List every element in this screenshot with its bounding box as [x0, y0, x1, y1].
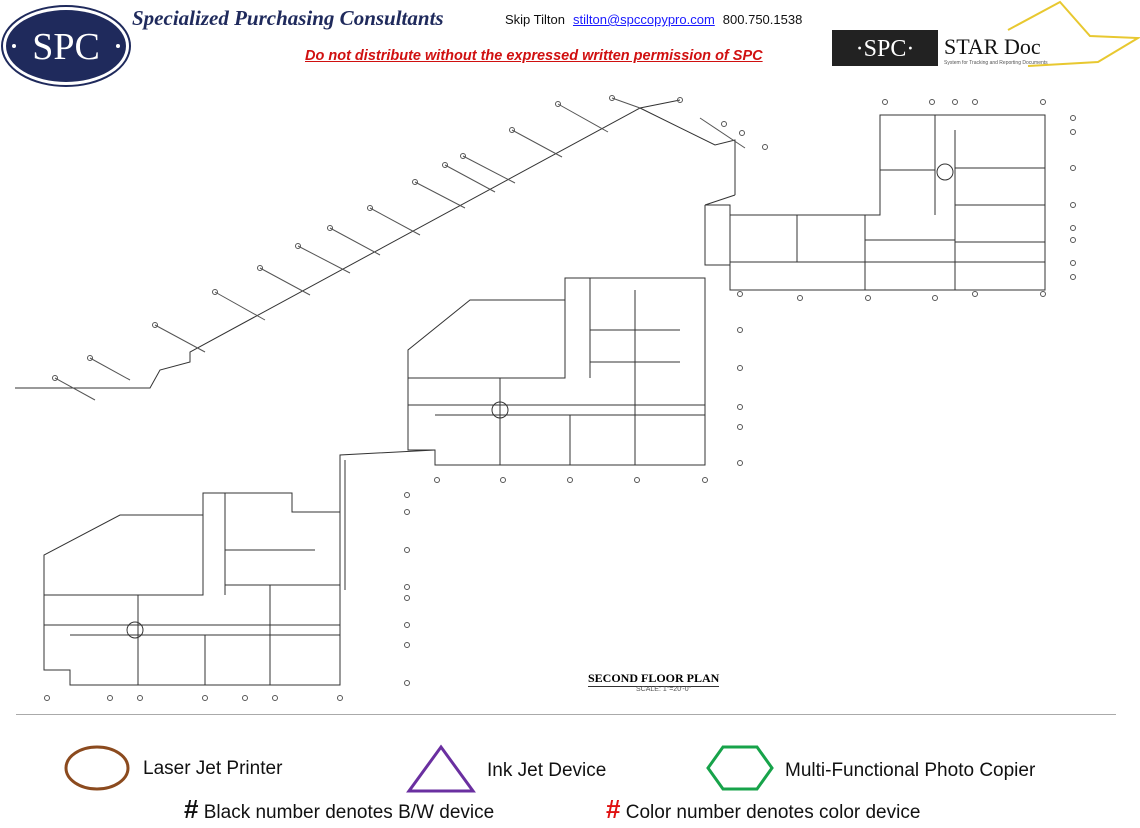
spc-logo: SPC [1, 5, 131, 87]
company-name: Specialized Purchasing Consultants [132, 6, 444, 30]
plan-title: SECOND FLOOR PLAN [588, 671, 720, 687]
contact-info: Skip Tilton stilton@spccopypro.com 800.750… [505, 12, 802, 27]
divider [16, 714, 1116, 715]
east-wing [704, 99, 1076, 301]
legend-color: # Color number denotes color device [606, 794, 920, 825]
legend-bw-text: Black number denotes B/W device [203, 802, 495, 823]
distribution-warning: Do not distribute without the expressed … [305, 48, 763, 64]
mfp-hexagon-icon [706, 745, 774, 791]
svg-text:SPC: SPC [32, 26, 100, 68]
center-wing [407, 277, 743, 483]
laser-printer-circle-icon [64, 745, 130, 791]
legend-color-text: Color number denotes color device [625, 802, 921, 823]
west-wing [43, 492, 410, 701]
floor-plan-drawing [15, 95, 1076, 701]
legend-mfp: Multi-Functional Photo Copier [785, 760, 1036, 781]
walkway-grid [15, 95, 768, 401]
svg-text:System for Tracking and Report: System for Tracking and Reporting Docume… [944, 60, 1048, 66]
red-hash-icon: # [606, 794, 621, 824]
svg-text:·SPC·: ·SPC· [856, 36, 915, 62]
contact-email-link[interactable]: stilton@spccopypro.com [572, 12, 715, 27]
plan-scale: SCALE: 1"=20'-0" [636, 686, 692, 693]
inkjet-triangle-icon [406, 744, 476, 793]
star-doc-logo: ·SPC· STAR Doc System for Tracking and R… [832, 0, 1140, 67]
contact-phone: 800.750.1538 [722, 12, 803, 27]
black-hash-icon: # [184, 794, 199, 824]
legend-inkjet: Ink Jet Device [487, 760, 607, 781]
svg-text:STAR Doc: STAR Doc [944, 34, 1041, 59]
contact-name: Skip Tilton [505, 12, 565, 27]
legend-laser: Laser Jet Printer [143, 758, 283, 779]
legend-bw: # Black number denotes B/W device [184, 794, 494, 825]
